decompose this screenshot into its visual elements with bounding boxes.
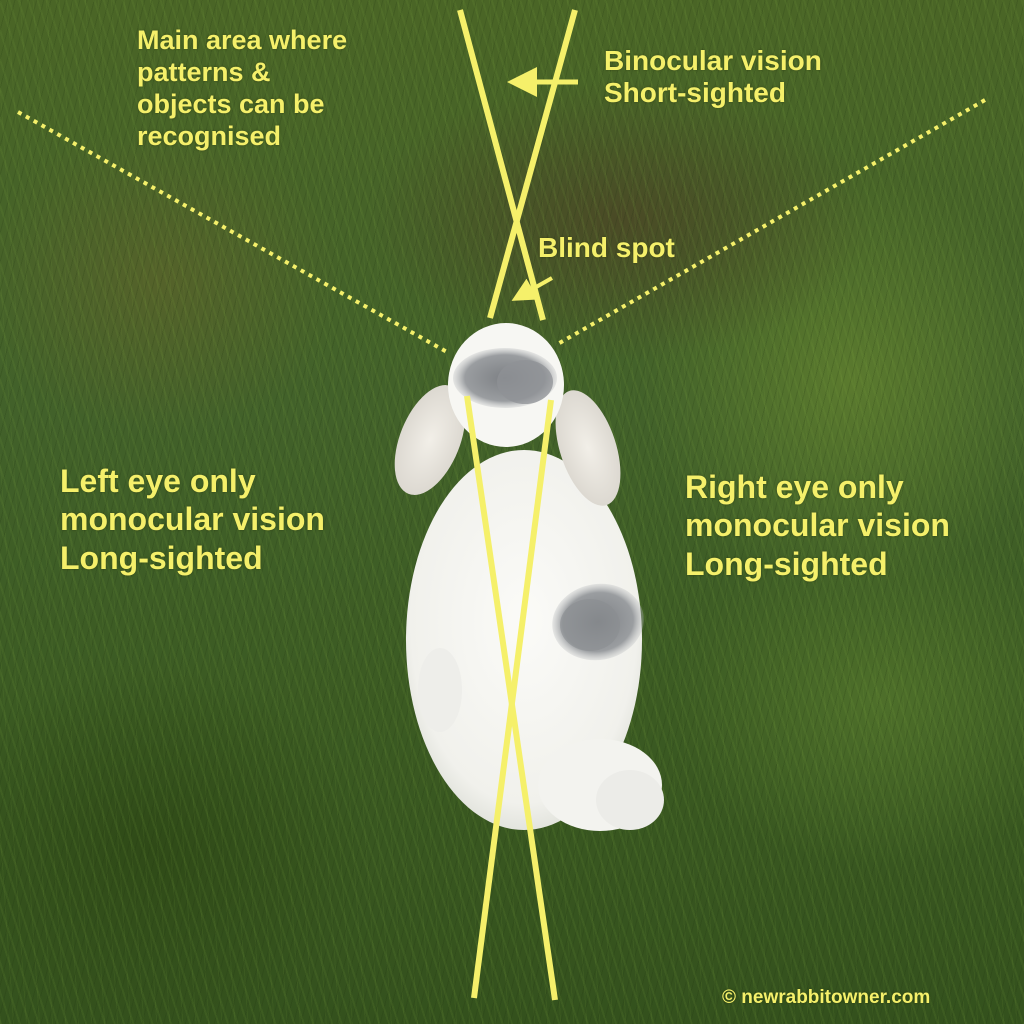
copyright-watermark: © newrabbitowner.com (722, 987, 931, 1008)
rabbit (394, 323, 664, 831)
binocular-lines (457, 9, 578, 321)
left-eye-label: Left eye only monocular vision Long-sigh… (60, 463, 325, 576)
right-eye-label: Right eye only monocular vision Long-sig… (685, 469, 950, 582)
rear-blind-lines (464, 395, 558, 1001)
left-field-boundary (17, 110, 448, 354)
main-area-label: Main area where patterns & objects can b… (137, 25, 348, 152)
blind-spot-label: Blind spot (538, 232, 675, 263)
binocular-line-a (457, 9, 546, 321)
rear-line-b (471, 399, 554, 999)
field-boundaries (17, 98, 986, 354)
blind-spot-arrow-icon (511, 276, 553, 301)
binocular-line-b (487, 9, 578, 319)
binocular-vision-label: Binocular vision Short-sighted (604, 45, 822, 109)
right-field-boundary (555, 98, 986, 347)
arrows (507, 67, 578, 301)
